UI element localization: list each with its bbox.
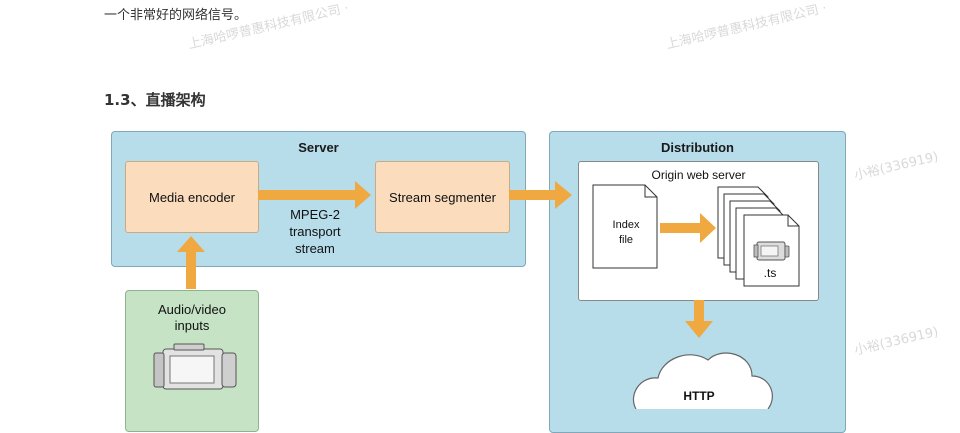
ts-label: .ts	[763, 266, 777, 280]
arrow-encoder-to-segmenter	[258, 181, 371, 209]
transport-label-line: MPEG-2	[290, 207, 340, 222]
transport-stream-label: MPEG-2 transport stream	[270, 206, 360, 257]
arrow-index-to-ts	[660, 213, 716, 243]
index-file-label: Index file	[600, 218, 652, 248]
index-file-icon	[592, 184, 658, 269]
video-camera-icon	[153, 343, 237, 390]
index-file-label-line: Index	[612, 219, 640, 231]
index-file-label-line: file	[618, 234, 634, 246]
arrow-origin-to-http	[685, 300, 713, 338]
server-title: Server	[298, 140, 339, 155]
section-heading: 1.3、直播架构	[104, 91, 206, 109]
intro-text: 一个非常好的网络信号。	[104, 8, 248, 23]
audio-video-label: Audio/video inputs	[126, 302, 258, 334]
arrow-inputs-to-encoder	[177, 236, 205, 289]
cloud-icon	[632, 352, 773, 409]
diagram-graphics	[153, 181, 800, 409]
transport-label-line: stream	[295, 241, 335, 256]
origin-web-server-label: Origin web server	[651, 168, 746, 182]
http-label: HTTP	[683, 389, 715, 403]
distribution-title: Distribution	[661, 140, 734, 155]
arrow-segmenter-to-distribution	[509, 181, 572, 209]
transport-label-line: transport	[289, 224, 341, 239]
stream-segmenter-box: Stream segmenter	[375, 161, 510, 233]
audio-video-label-line: inputs	[174, 318, 210, 333]
audio-video-label-line: Audio/video	[158, 302, 226, 317]
media-encoder-box: Media encoder	[125, 161, 259, 233]
ts-file-stack-icon	[717, 186, 800, 287]
